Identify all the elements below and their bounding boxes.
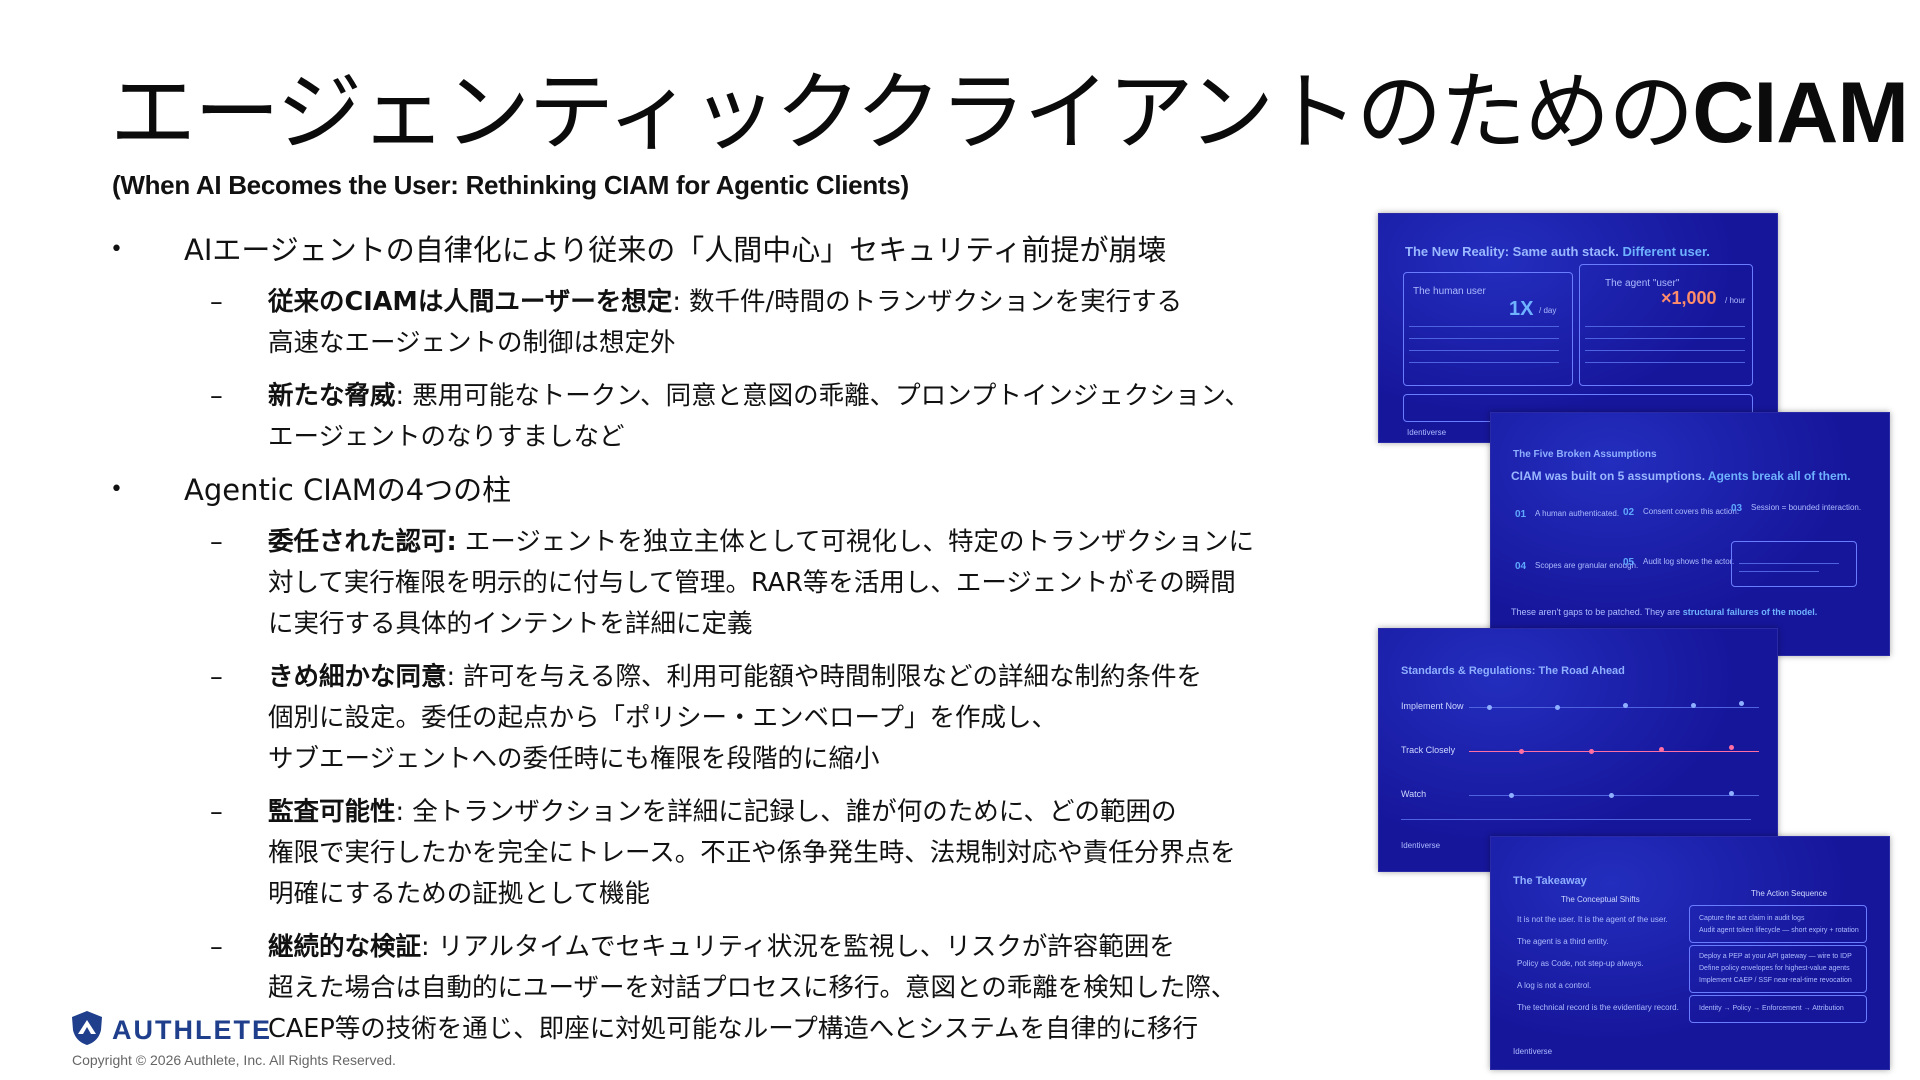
- sub-bullet-item: – 新たな脅威: 悪用可能なトークン、同意と意図の乖離、プロンプトインジェクショ…: [210, 381, 1250, 452]
- sub-bullet-item: – 従来のCIAMは人間ユーザーを想定: 数千件/時間のトランザクションを実行す…: [210, 287, 1183, 358]
- sub-bullet-item: – 委任された認可: エージェントを独立主体として可視化し、特定のトランザクショ…: [210, 527, 1255, 639]
- slide-photo-broken-assumptions: The Five Broken Assumptions CIAM was bui…: [1490, 412, 1890, 656]
- bullet-list: •AIエージェントの自律化により従来の「人間中心」セキュリティ前提が崩壊 – 従…: [110, 230, 1290, 1062]
- bullet-item: •AIエージェントの自律化により従来の「人間中心」セキュリティ前提が崩壊: [110, 233, 1167, 267]
- sub-bullet-item: – きめ細かな同意: 許可を与える際、利用可能額や時間制限などの詳細な制約条件を…: [210, 662, 1202, 774]
- slide-title-en: CIAM: [1692, 65, 1909, 161]
- sub-bullet-item: – 継続的な検証: リアルタイムでセキュリティ状況を監視し、リスクが許容範囲を …: [210, 932, 1237, 1044]
- slide-photo-new-reality: The New Reality: Same auth stack. Differ…: [1378, 213, 1778, 443]
- slide-subtitle: (When AI Becomes the User: Rethinking CI…: [112, 170, 909, 200]
- logo-text: AUTHLETE: [112, 1014, 272, 1045]
- authlete-logo: AUTHLETE: [70, 1010, 272, 1050]
- sub-bullet-item: – 監査可能性: 全トランザクションを詳細に記録し、誰が何のために、どの範囲の …: [210, 797, 1236, 909]
- slide-title-jp: エージェンティッククライアントのための: [110, 63, 1694, 163]
- slide-photo-takeaway: The Takeaway The Conceptual Shifts The A…: [1490, 836, 1890, 1070]
- bullet-item: •Agentic CIAMの4つの柱: [110, 473, 512, 507]
- slide-photo-road-ahead: Standards & Regulations: The Road Ahead …: [1378, 628, 1778, 872]
- shield-icon: [70, 1010, 104, 1050]
- slide-title: エージェンティッククライアントのためのCIAM: [110, 70, 1909, 156]
- copyright: Copyright © 2026 Authlete, Inc. All Righ…: [72, 1052, 396, 1068]
